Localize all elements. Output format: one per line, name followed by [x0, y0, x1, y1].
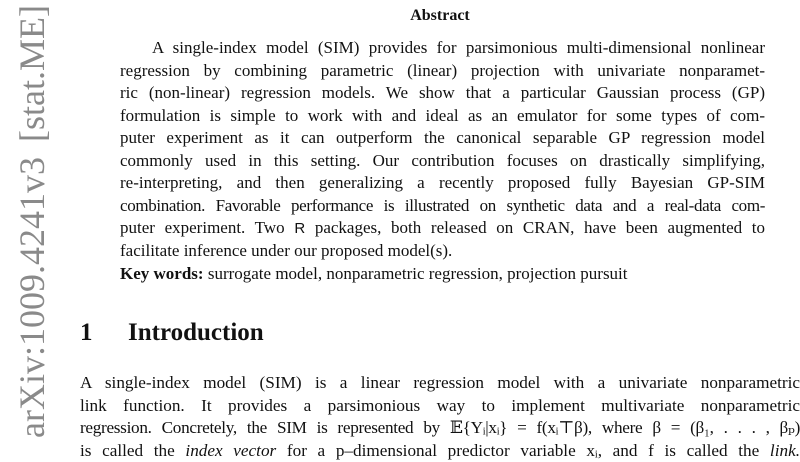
abstract-heading: Abstract [0, 7, 800, 25]
intro-line: link function. It provides a parsimoniou… [80, 395, 800, 418]
arxiv-watermark: arXiv:1009.4241v3 [stat.ME] 17 Aug [10, 18, 54, 438]
abstract-line: A single-index model (SIM) provides for … [120, 37, 765, 60]
intro-emphasis: link. [770, 441, 800, 460]
abstract-body: A single-index model (SIM) provides for … [120, 37, 765, 262]
abstract-line: combination. Favorable performance is il… [120, 195, 765, 218]
intro-text: is called the [80, 441, 175, 460]
keywords: Key words: surrogate model, nonparametri… [120, 263, 628, 285]
abstract-line: formulation is simple to work with and i… [120, 105, 765, 128]
intro-body: A single-index model (SIM) is a linear r… [80, 372, 800, 462]
abstract-line: regression by combining parametric (line… [120, 60, 765, 83]
keywords-text: surrogate model, nonparametric regressio… [208, 264, 628, 283]
abstract-line: ric (non-linear) regression models. We s… [120, 82, 765, 105]
abstract-line: puter experiment. Two R packages, both r… [120, 217, 765, 240]
abstract-text: puter experiment. Two [120, 218, 285, 237]
r-language-name: R [294, 220, 305, 237]
abstract-line: puter experiment as it can outperform th… [120, 127, 765, 150]
intro-emphasis: index vector [185, 441, 276, 460]
abstract-line: facilitate inference under our proposed … [120, 240, 765, 263]
keywords-label: Key words: [120, 264, 204, 283]
section-number: 1 [80, 316, 128, 350]
abstract-text: packages, both released on CRAN, have be… [315, 218, 765, 237]
intro-text: for a p–dimensional predictor variable x… [287, 441, 759, 460]
intro-line: is called the index vector for a p–dimen… [80, 440, 800, 462]
abstract-line: commonly used in this setting. Our contr… [120, 150, 765, 173]
intro-line: regression. Concretely, the SIM is repre… [80, 417, 800, 440]
intro-line: A single-index model (SIM) is a linear r… [80, 372, 800, 395]
section-title: Introduction [128, 319, 264, 346]
abstract-line: re-interpreting, and then generalizing a… [120, 172, 765, 195]
